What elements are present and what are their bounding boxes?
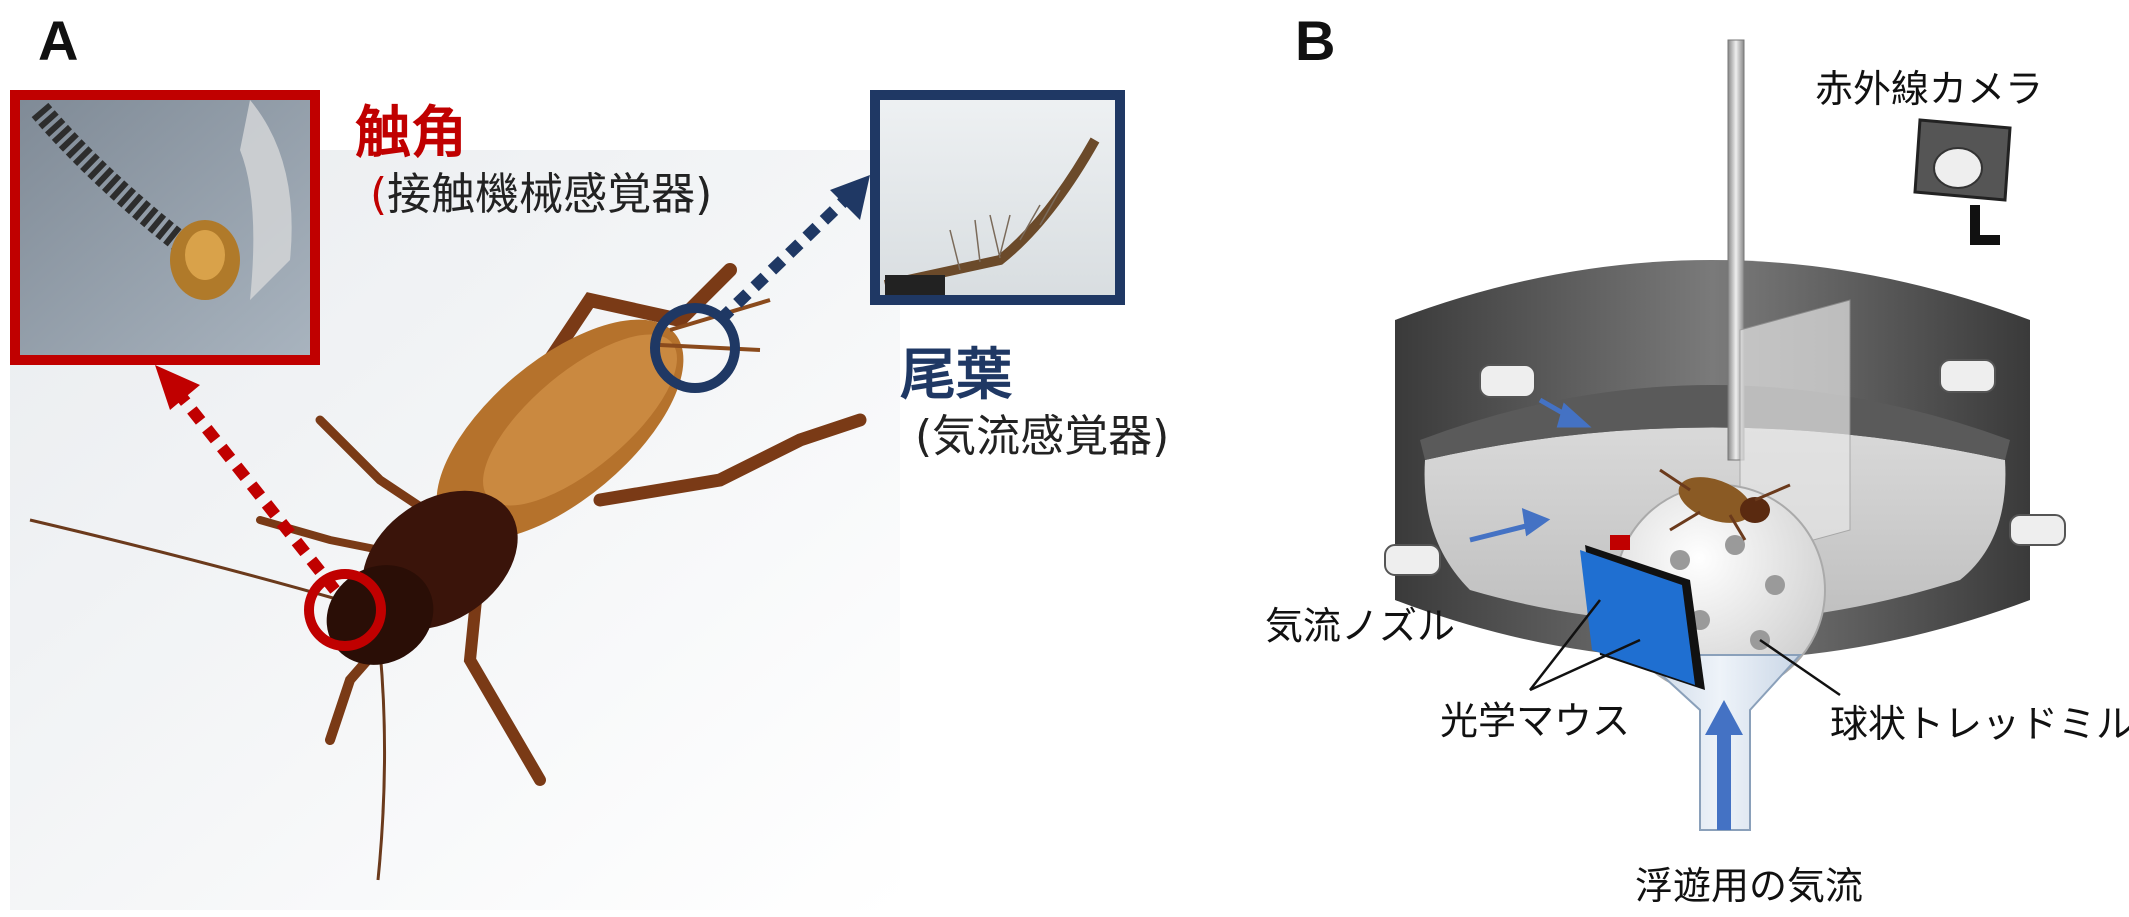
- antenna-arrow: [155, 365, 340, 594]
- spherical-treadmill-label: 球状トレッドミル: [1830, 702, 2129, 746]
- flow-arrows: [1469, 397, 1592, 543]
- antenna-circle: [304, 569, 386, 651]
- panel-a: [10, 90, 1125, 910]
- cercus-subtitle: (気流感覚器): [915, 411, 1170, 462]
- optical-mouse-label: 光学マウス: [1440, 699, 1631, 743]
- cricket-photo: [29, 263, 867, 881]
- levitation-airflow-label: 浮遊用の気流: [1635, 864, 1864, 908]
- antenna-title: 触角: [355, 101, 467, 166]
- antenna-paren-open: (: [370, 169, 388, 220]
- panel-b: [1384, 39, 2066, 831]
- levitation-arrow: [1705, 700, 1743, 830]
- panel-b-letter: B: [1295, 9, 1336, 72]
- antenna-subtitle-text: 接触機械感覚器): [387, 169, 713, 220]
- airflow-nozzle-label: 気流ノズル: [1265, 604, 1456, 648]
- cercus-closeup: [870, 90, 1125, 305]
- infrared-camera-label: 赤外線カメラ: [1815, 67, 2044, 111]
- leader-lines: [1529, 599, 1841, 697]
- antenna-closeup: [10, 90, 320, 365]
- air-nozzle-icon: [1384, 359, 2066, 576]
- cercus-circle: [650, 303, 740, 393]
- cricket-on-treadmill: [1659, 468, 1791, 541]
- panel-a-letter: A: [38, 9, 79, 72]
- optical-mouse-icon: [1580, 535, 1705, 690]
- infrared-camera-icon: [1913, 118, 2012, 245]
- cercus-title: 尾葉: [900, 343, 1012, 408]
- cercus-arrow: [715, 175, 870, 325]
- antenna-subtitle: (接触機械感覚器): [370, 158, 712, 222]
